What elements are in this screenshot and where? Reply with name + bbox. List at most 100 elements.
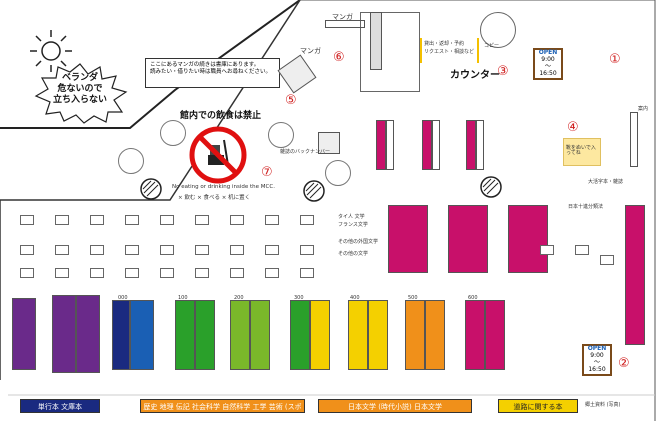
shelf-num-500: 500 <box>408 295 418 301</box>
manga-label-top: マンガ <box>332 13 353 21</box>
study-table <box>160 268 174 278</box>
study-table <box>300 215 314 225</box>
guide-shelf <box>630 112 638 167</box>
study-table <box>230 215 244 225</box>
banner-travel: 道路に関する本 <box>498 399 578 413</box>
study-table <box>90 245 104 255</box>
bookcase-red-1 <box>465 300 485 370</box>
study-table <box>300 245 314 255</box>
foreign2-label: フランス文学 <box>338 222 368 228</box>
study-table <box>230 268 244 278</box>
other-lit-label: その他の文学 <box>338 251 369 257</box>
no-eating-icon <box>189 126 247 184</box>
magazine-rack-2 <box>432 120 440 170</box>
large-print-label: 大活字本・雑誌 <box>588 179 624 185</box>
study-table <box>20 268 34 278</box>
study-table <box>160 245 174 255</box>
foreign3-label: その他の外国文学 <box>338 239 379 245</box>
magazine-shelf-2 <box>422 120 432 170</box>
shelf-num-300: 300 <box>294 295 304 301</box>
counter-desk <box>360 12 420 92</box>
no-eating-english: No eating or drinking inside the MCC. <box>172 184 275 190</box>
balcony-warning-burst <box>34 63 128 124</box>
study-table <box>230 245 244 255</box>
manga-top-shelf <box>325 20 365 28</box>
magazine-shelf-1 <box>376 120 386 170</box>
study-table <box>600 255 614 265</box>
marker-1: ① <box>609 52 621 67</box>
open-sign-top: OPEN 9:00〜16:50 <box>533 48 563 80</box>
local-history-label: 日本十進分類法 <box>568 204 604 210</box>
marker-7: ⑦ <box>261 165 273 180</box>
open-sign-bottom: OPEN 9:00〜16:50 <box>582 344 612 376</box>
study-table <box>55 268 69 278</box>
magazine-rack-3 <box>476 120 484 170</box>
study-table <box>55 215 69 225</box>
round-table-3 <box>268 122 294 148</box>
study-table <box>125 268 139 278</box>
study-table <box>20 245 34 255</box>
round-table-4 <box>325 160 351 186</box>
study-table <box>195 215 209 225</box>
study-table <box>90 215 104 225</box>
foreign-lit-shelf <box>388 205 428 273</box>
magazine-shelf-3 <box>466 120 476 170</box>
shelf-num-600: 600 <box>468 295 478 301</box>
bookcase-orange-1 <box>405 300 425 370</box>
foreign-books-label: タイ人 文学 <box>338 214 365 220</box>
study-table <box>265 268 279 278</box>
study-table <box>265 245 279 255</box>
shelf-num-200: 200 <box>234 295 244 301</box>
bookcase-lime-2 <box>250 300 270 370</box>
sun-icon <box>30 30 72 72</box>
copy-machine <box>480 12 516 48</box>
bookcase-purple-1 <box>12 298 36 370</box>
bookcase-purple-3 <box>76 295 100 373</box>
reference-shelf <box>508 205 548 273</box>
study-table <box>540 245 554 255</box>
bookcase-green-2 <box>195 300 215 370</box>
study-table <box>125 245 139 255</box>
pillar-2 <box>303 180 325 202</box>
bookcase-navy <box>112 300 130 370</box>
bookcase-yellow-3 <box>368 300 388 370</box>
bookcase-blue <box>130 300 154 370</box>
no-eating-sub: × 飲む × 食べる × 机に置く <box>178 195 251 201</box>
manga-notice: ここにあるマンガの続きは書庫にあります。読みたい・借りたい時は職員へお尋ねくださ… <box>145 58 280 88</box>
request-label: 貸出・返却・予約 <box>424 41 465 47</box>
pillar-1 <box>140 178 162 200</box>
bookcase-green-3 <box>290 300 310 370</box>
bookcase-yellow-2 <box>348 300 368 370</box>
banner-paperback: 単行本 文庫本 <box>20 399 100 413</box>
study-table <box>125 215 139 225</box>
bookcase-green-1 <box>175 300 195 370</box>
bookcase-red-2 <box>485 300 505 370</box>
study-table <box>265 215 279 225</box>
balcony-warning-text: ベランダ危ないので立ち入らない <box>52 73 107 105</box>
request-area <box>420 38 479 63</box>
manga-side-label: マンガ <box>300 47 321 55</box>
marker-2: ② <box>618 356 630 371</box>
request-label-2: リクエスト・相談など <box>424 49 475 55</box>
back-number-label: 雑誌のバックナンバー <box>280 149 331 155</box>
marker-6: ⑥ <box>333 50 345 65</box>
magazine-rack-1 <box>386 120 394 170</box>
bookcase-lime-1 <box>230 300 250 370</box>
shelf-num-000: 000 <box>118 295 128 301</box>
bookcase-orange-2 <box>425 300 445 370</box>
round-table-2 <box>160 120 186 146</box>
marker-5: ⑤ <box>285 93 297 108</box>
study-table <box>300 268 314 278</box>
bookcase-purple-2 <box>52 295 76 373</box>
marker-4: ④ <box>567 120 579 135</box>
study-table <box>195 268 209 278</box>
kids-shoe-area <box>563 138 601 166</box>
banner-literature: 日本文学 (時代小説) 日本文学 <box>318 399 472 413</box>
study-table <box>55 245 69 255</box>
counter-side <box>370 12 382 70</box>
study-table <box>160 215 174 225</box>
copy-label: コピー <box>484 43 500 49</box>
banner-history: 歴史 地理 伝記 社会科学 自然科学 工学 芸術 (スポーツ) <box>140 399 305 421</box>
no-eating-title: 館内での飲食は禁止 <box>180 111 262 121</box>
